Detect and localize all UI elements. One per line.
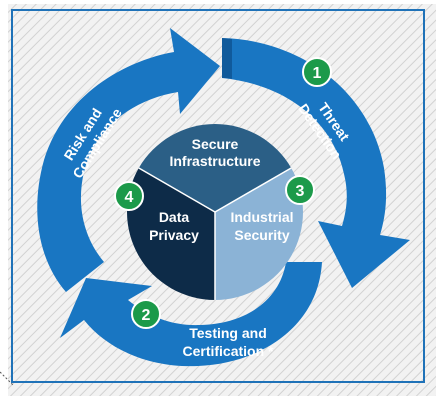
testing-certification-arrow <box>60 262 322 367</box>
secure-infrastructure-line2: Infrastructure <box>169 153 260 169</box>
frame-border <box>11 9 425 383</box>
badge-4-number: 4 <box>125 189 134 206</box>
badge-2-number: 2 <box>142 307 151 324</box>
industrial-security-line2: Security <box>234 227 289 243</box>
badge-2: 2 <box>131 299 161 329</box>
industrial-security-segment <box>215 168 303 300</box>
data-privacy-line1: Data <box>159 209 190 225</box>
data-privacy-segment <box>127 168 215 300</box>
testing-certification-line1: Testing and <box>189 325 267 341</box>
corner-marker <box>0 371 15 387</box>
segment-divider <box>214 167 292 213</box>
secure-infrastructure-segment <box>138 124 292 212</box>
badge-3: 3 <box>285 175 315 205</box>
testing-certification-line2: Certification * <box>182 343 274 359</box>
threat-detection-arrow <box>222 38 410 288</box>
badge-1-number: 1 <box>313 65 322 82</box>
risk-compliance-arrow <box>37 28 220 292</box>
threat-detection-arrow-shadow <box>222 38 232 79</box>
data-privacy-line2: Privacy <box>149 227 199 243</box>
segment-divider <box>138 167 216 213</box>
secure-infrastructure-line1: Secure <box>192 136 239 152</box>
badge-3-number: 3 <box>296 183 305 200</box>
badge-4: 4 <box>114 181 144 211</box>
industrial-security-line1: Industrial <box>230 209 293 225</box>
badge-1: 1 <box>302 57 332 87</box>
